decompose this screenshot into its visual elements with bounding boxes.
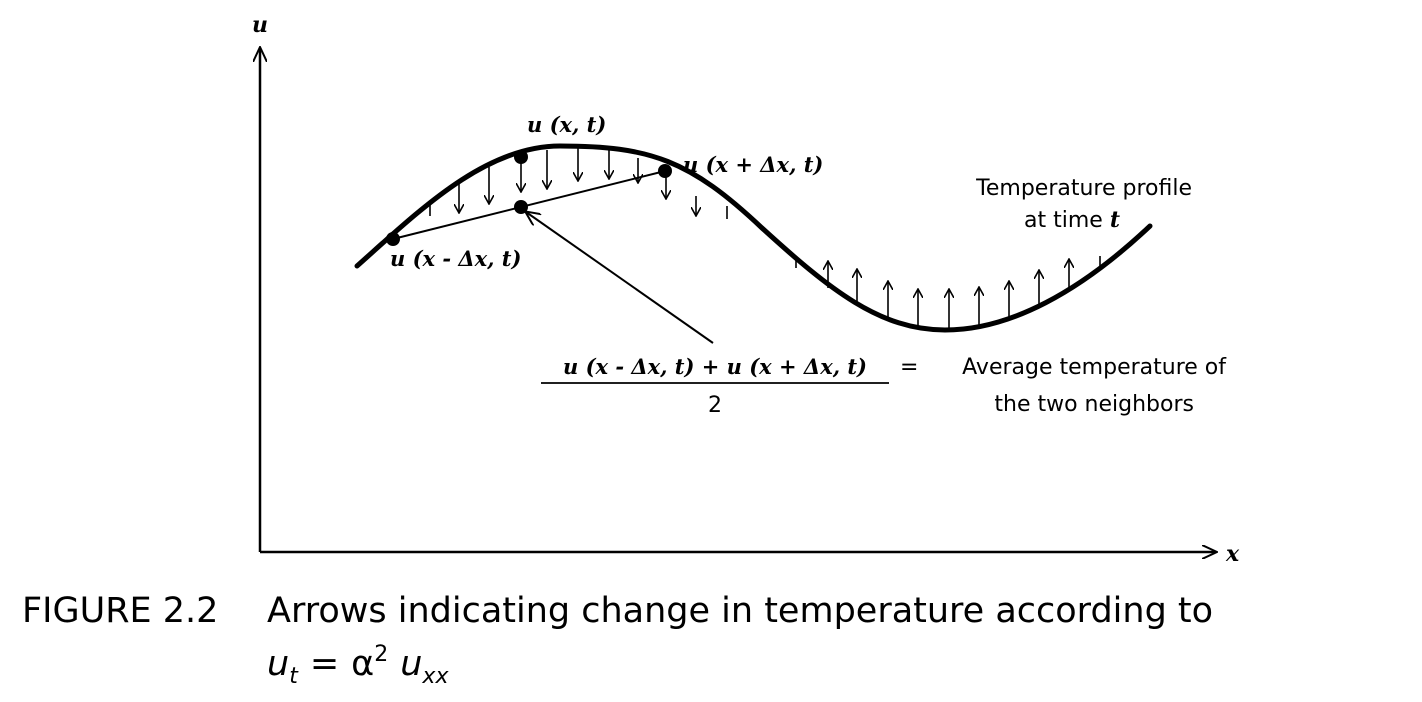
point-average bbox=[514, 200, 528, 214]
label-right-point: u (x + Δx, t) bbox=[683, 152, 823, 177]
average-equals: = bbox=[900, 355, 918, 380]
point-center bbox=[514, 150, 528, 164]
point-left bbox=[386, 232, 400, 246]
neighbor-chord bbox=[392, 170, 666, 240]
average-denominator: 2 bbox=[708, 393, 722, 418]
x-axis-label: x bbox=[1225, 541, 1240, 567]
average-desc-line2: the two neighbors bbox=[994, 392, 1194, 417]
profile-label-line1: Temperature profile bbox=[975, 176, 1192, 201]
downward-arrows bbox=[429, 147, 728, 219]
label-center-point: u (x, t) bbox=[527, 112, 606, 137]
profile-label-line2: at time t bbox=[1024, 207, 1120, 233]
label-left-point: u (x - Δx, t) bbox=[390, 246, 521, 271]
caption-figure-number: FIGURE 2.2 bbox=[22, 591, 218, 631]
y-axis-label: u bbox=[252, 12, 268, 38]
average-desc-line1: Average temperature of bbox=[962, 355, 1227, 380]
average-numerator: u (x - Δx, t) + u (x + Δx, t) bbox=[563, 354, 867, 379]
caption-text: Arrows indicating change in temperature … bbox=[267, 591, 1213, 631]
upward-arrows bbox=[795, 256, 1101, 330]
point-right bbox=[658, 164, 672, 178]
average-pointer-arrow bbox=[526, 212, 714, 344]
